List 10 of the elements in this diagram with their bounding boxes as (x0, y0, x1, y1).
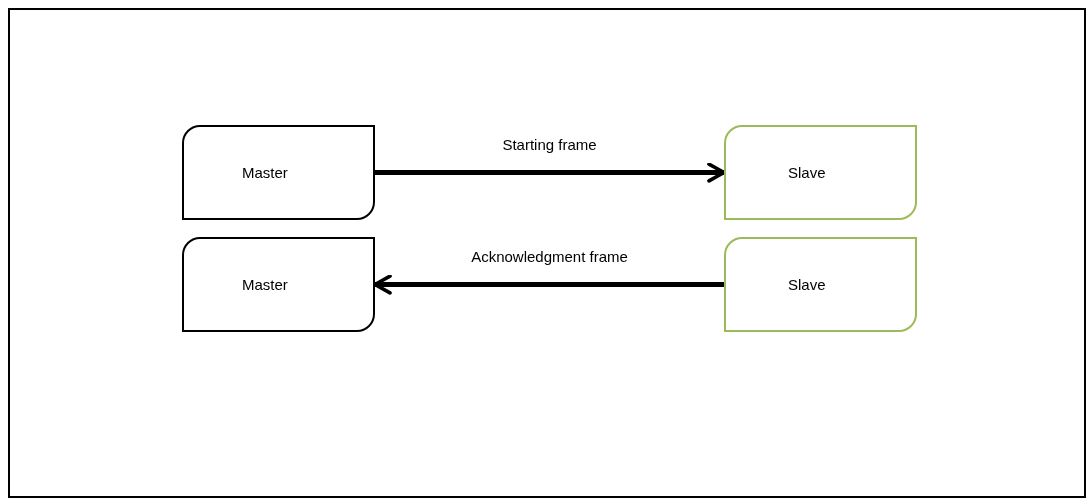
process-box (724, 237, 917, 332)
node-label: Master (242, 164, 288, 181)
process-box (182, 125, 375, 220)
node-label: Master (242, 276, 288, 293)
arrow (375, 162, 726, 183)
node-label: Slave (788, 164, 826, 181)
arrow (373, 274, 724, 295)
process-box (724, 125, 917, 220)
node-label: Slave (788, 276, 826, 293)
process-box (182, 237, 375, 332)
